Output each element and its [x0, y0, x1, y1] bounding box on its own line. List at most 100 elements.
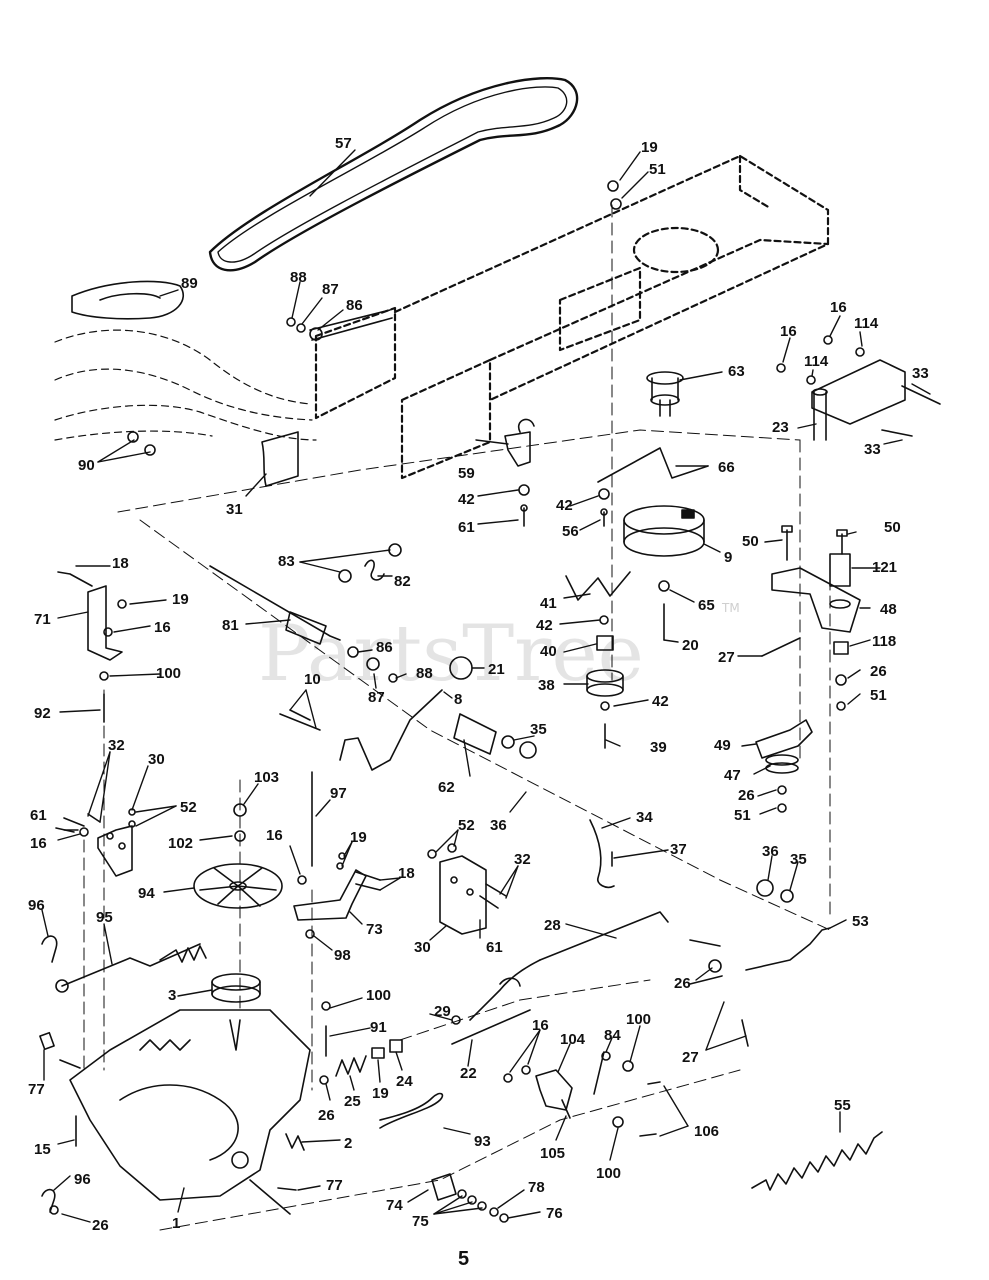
callout-92: 92	[34, 705, 51, 722]
callout-33: 33	[912, 365, 929, 382]
callout-28: 28	[544, 917, 561, 934]
callout-38: 38	[538, 677, 555, 694]
callout-89: 89	[181, 275, 198, 292]
reference-lines	[83, 204, 831, 1231]
cable-34	[589, 819, 615, 889]
callout-3: 3	[168, 987, 176, 1004]
callout-37: 37	[670, 841, 687, 858]
callout-96: 96	[28, 897, 45, 914]
spacer-40	[596, 635, 614, 651]
callout-94: 94	[138, 885, 155, 902]
nut-19-top	[607, 180, 619, 192]
callout-81: 81	[222, 617, 239, 634]
callout-51: 51	[870, 687, 887, 704]
callout-96: 96	[74, 1171, 91, 1188]
callout-114: 114	[854, 315, 879, 332]
hose-93	[379, 1092, 444, 1129]
spring-25	[335, 1055, 367, 1077]
clip-59	[504, 418, 535, 467]
bushing-121	[829, 553, 851, 587]
bracket-23	[811, 359, 906, 441]
callout-25: 25	[344, 1093, 361, 1110]
callout-57: 57	[335, 135, 352, 152]
callout-32: 32	[514, 851, 531, 868]
callout-16: 16	[266, 827, 283, 844]
callout-26: 26	[318, 1107, 335, 1124]
callout-61: 61	[458, 519, 475, 536]
callout-86: 86	[346, 297, 363, 314]
callout-19: 19	[350, 829, 367, 846]
washer-88-top	[286, 317, 296, 327]
clutch-9	[623, 505, 705, 557]
idler-arm-41	[565, 571, 631, 601]
callout-35: 35	[790, 851, 807, 868]
nut-90b	[144, 444, 156, 456]
callout-16: 16	[30, 835, 47, 852]
callout-100: 100	[626, 1011, 651, 1028]
callout-42: 42	[652, 693, 669, 710]
washer-51-top	[610, 198, 622, 210]
callout-50: 50	[884, 519, 901, 536]
rod-22	[451, 1009, 531, 1045]
callout-50: 50	[742, 533, 759, 550]
callout-53: 53	[852, 913, 869, 930]
callout-33: 33	[864, 441, 881, 458]
callout-15: 15	[34, 1141, 51, 1158]
callout-87: 87	[368, 689, 385, 706]
callout-118: 118	[872, 633, 896, 650]
callout-77: 77	[28, 1081, 45, 1098]
callout-29: 29	[434, 1003, 451, 1020]
callout-55: 55	[834, 1097, 851, 1114]
callout-106: 106	[694, 1123, 719, 1140]
callout-100: 100	[156, 665, 181, 682]
callout-16: 16	[780, 323, 797, 340]
callout-30: 30	[148, 751, 165, 768]
callout-59: 59	[458, 465, 475, 482]
callout-100: 100	[596, 1165, 621, 1182]
body-outline	[54, 329, 317, 441]
tractor-frame-outline	[314, 154, 830, 480]
page-number: 5	[458, 1248, 470, 1270]
callout-labels: 57 19 51 89 88 87 86 16 114 16 114 33 63…	[28, 135, 929, 1234]
callout-78: 78	[528, 1179, 545, 1196]
callout-82: 82	[394, 573, 411, 590]
callout-52: 52	[458, 817, 475, 834]
brake-rod-95	[61, 943, 201, 987]
callout-88: 88	[416, 665, 433, 682]
pin-96a	[41, 935, 58, 963]
drive-belt-57	[208, 77, 579, 272]
callout-48: 48	[880, 601, 897, 618]
callout-18: 18	[398, 865, 415, 882]
callout-23: 23	[772, 419, 789, 436]
callout-102: 102	[168, 835, 193, 852]
callout-26: 26	[870, 663, 887, 680]
callout-73: 73	[366, 921, 383, 938]
callout-95: 95	[96, 909, 113, 926]
bracket-104	[535, 1069, 573, 1111]
callout-61: 61	[30, 807, 47, 824]
lever-8	[339, 689, 443, 771]
callout-20: 20	[682, 637, 699, 654]
nut-90a	[127, 431, 139, 443]
callout-2: 2	[344, 1135, 352, 1152]
rod-28	[469, 959, 541, 1021]
callout-34: 34	[636, 809, 653, 826]
transaxle-1	[59, 1009, 311, 1215]
callout-19: 19	[372, 1085, 389, 1102]
callout-76: 76	[546, 1205, 563, 1222]
callout-36: 36	[762, 843, 779, 860]
callout-51: 51	[649, 161, 666, 178]
bushing-118	[833, 641, 849, 655]
callout-51: 51	[734, 807, 751, 824]
shaft-62	[453, 713, 497, 755]
callout-42: 42	[458, 491, 475, 508]
callout-10: 10	[304, 671, 321, 688]
callout-42: 42	[536, 617, 553, 634]
callout-19: 19	[641, 139, 658, 156]
callout-114: 114	[804, 353, 829, 370]
pulley-3	[211, 973, 261, 1003]
seat-hinge-89	[71, 280, 185, 320]
callout-88: 88	[290, 269, 307, 286]
spring-55	[751, 1131, 883, 1191]
